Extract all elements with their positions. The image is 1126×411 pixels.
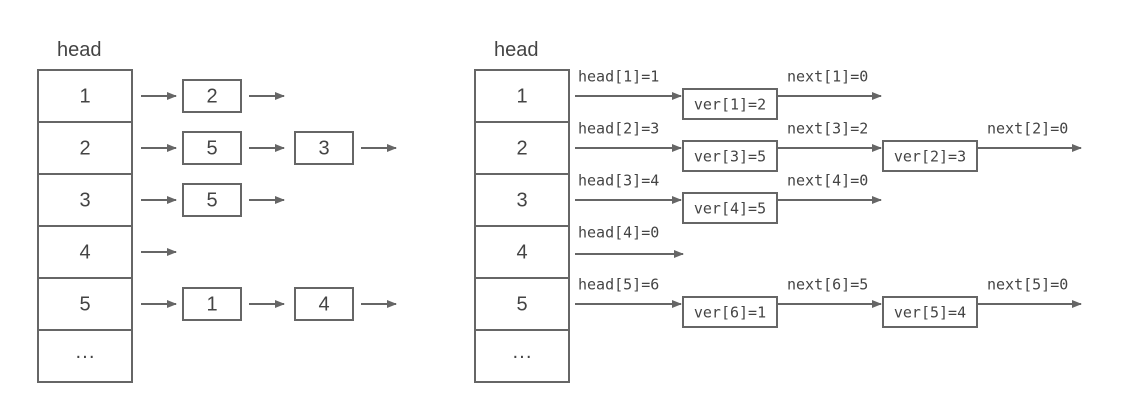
right-next-pointer-label: next[3]=2: [787, 120, 868, 138]
right-edge-node: [682, 88, 778, 120]
right-next-pointer-label: next[2]=0: [987, 120, 1068, 138]
right-edge-node-label: ver[4]=5: [694, 200, 766, 218]
right-head-cell: [474, 225, 570, 279]
left-head-cell-label: 5: [79, 293, 90, 315]
left-head-cell: [37, 329, 133, 383]
right-next-pointer-label: next[5]=0: [987, 276, 1068, 294]
right-edge-node: [682, 296, 778, 328]
right-head-cell-label: 2: [516, 137, 527, 159]
right-head-cell-label: 3: [516, 189, 527, 211]
left-list-node: [182, 183, 242, 217]
left-list-node: [294, 287, 354, 321]
right-head-pointer-label: head[5]=6: [578, 276, 659, 294]
left-linked-rows: 2 5 3 5 1 4: [141, 79, 397, 321]
right-edge-node: [682, 140, 778, 172]
left-list-node-label: 3: [318, 137, 329, 159]
right-next-pointer-label: next[4]=0: [787, 172, 868, 190]
left-list-node-label: 4: [318, 293, 329, 315]
right-head-cell-label: 4: [516, 241, 527, 263]
right-edge-node: [882, 296, 978, 328]
right-head-cell-label: 5: [516, 293, 527, 315]
right-next-pointer-label: next[6]=5: [787, 276, 868, 294]
right-head-pointer-label: head[2]=3: [578, 120, 659, 138]
left-list-node-label: 1: [206, 293, 217, 315]
right-head-cell: [474, 173, 570, 227]
right-edge-node: [682, 192, 778, 224]
left-head-cell-label: 2: [79, 137, 90, 159]
right-head-pointer-label: head[1]=1: [578, 68, 659, 86]
right-head-array: 1 2 3 4 5 ···: [474, 69, 570, 383]
right-edge-node-label: ver[5]=4: [894, 304, 966, 322]
left-head-cell: [37, 69, 133, 123]
left-head-array: 1 2 3 4 5 ···: [37, 69, 133, 383]
right-head-cell: [474, 69, 570, 123]
right-next-pointer-label: next[1]=0: [787, 68, 868, 86]
left-list-node: [182, 131, 242, 165]
right-head-cell: [474, 329, 570, 383]
right-head-title: head: [494, 39, 539, 61]
left-list-node: [182, 287, 242, 321]
left-list-node: [294, 131, 354, 165]
right-head-cell-label: ···: [512, 345, 532, 367]
right-edge-node-label: ver[6]=1: [694, 304, 766, 322]
right-head-pointer-label: head[4]=0: [578, 224, 659, 242]
right-edge-node-label: ver[3]=5: [694, 148, 766, 166]
right-head-cell: [474, 121, 570, 175]
left-head-cell-label: 1: [79, 85, 90, 107]
left-head-cell-label: 4: [79, 241, 90, 263]
right-head-cell-label: 1: [516, 85, 527, 107]
left-head-cell-label: 3: [79, 189, 90, 211]
left-head-title: head: [57, 39, 102, 61]
right-edge-node-label: ver[1]=2: [694, 96, 766, 114]
right-head-cell: [474, 277, 570, 331]
right-linked-rows: head[1]=1 ver[1]=2 next[1]=0 head[2]=3 ver[3…: [575, 68, 1082, 328]
left-head-cell-label: ···: [75, 345, 95, 367]
right-edge-node-label: ver[2]=3: [894, 148, 966, 166]
left-adjacency-diagram: head 1 2 3 4 5 ··· 2 5 3 5 1 4: [37, 39, 397, 383]
left-list-node-label: 5: [206, 137, 217, 159]
left-list-node-label: 2: [206, 85, 217, 107]
left-head-cell: [37, 121, 133, 175]
left-list-node: [182, 79, 242, 113]
left-head-cell: [37, 225, 133, 279]
left-list-node-label: 5: [206, 189, 217, 211]
right-edge-node: [882, 140, 978, 172]
right-adjacency-diagram: head 1 2 3 4 5 ··· head[1]=1 ver[1]=2 next[1]=0…: [474, 39, 1082, 383]
right-head-pointer-label: head[3]=4: [578, 172, 659, 190]
